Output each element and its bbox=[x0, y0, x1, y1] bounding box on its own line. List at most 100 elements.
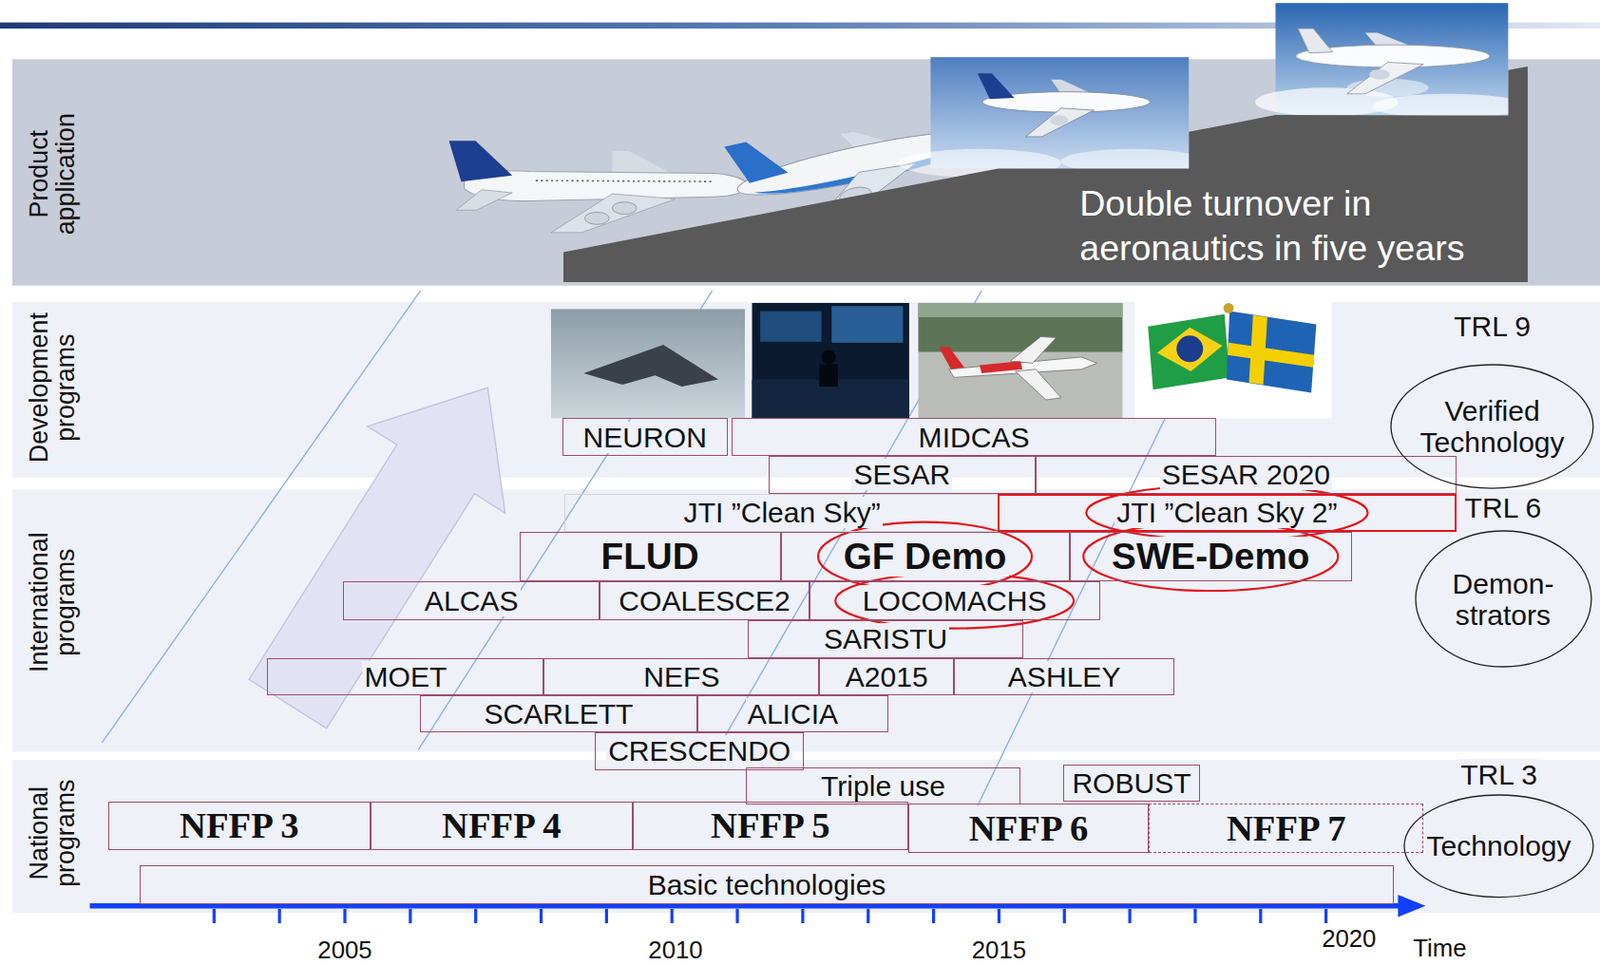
neuron-photo bbox=[551, 308, 745, 419]
drone-photo bbox=[938, 346, 965, 370]
neuron-photo bbox=[583, 344, 719, 387]
sky-photo bbox=[1347, 62, 1425, 95]
a320-photo bbox=[1049, 114, 1068, 126]
trl-caption: Verified Technology bbox=[1414, 395, 1570, 458]
sky-photo bbox=[1369, 69, 1390, 80]
axis-label: 2020 bbox=[1321, 925, 1376, 953]
program-name: MOET bbox=[361, 661, 449, 693]
program-name: SESAR bbox=[851, 458, 953, 491]
program-name: JTI ”Clean Sky” bbox=[681, 496, 882, 529]
program-name: SARISTU bbox=[821, 623, 951, 655]
program-name: SCARLETT bbox=[481, 698, 635, 730]
program-band: Product applicationDouble turnover in ae… bbox=[12, 58, 1600, 286]
program-name: A2015 bbox=[843, 661, 931, 693]
program-name: NEURON bbox=[580, 421, 709, 454]
drone-photo bbox=[918, 303, 1124, 318]
program-box: NFFP 7 bbox=[1148, 803, 1424, 854]
band-label: Development programs bbox=[25, 312, 81, 463]
program-box: SESAR 2020 bbox=[1035, 456, 1456, 495]
trl-caption: Technology bbox=[1427, 830, 1572, 862]
axis-label-holder: 2005 bbox=[317, 936, 372, 965]
program-box: NEFS bbox=[543, 658, 820, 697]
headline-holder: Double turnover in aeronautics in five y… bbox=[1079, 181, 1493, 271]
program-box: NFFP 6 bbox=[908, 803, 1149, 854]
control-room-photo bbox=[831, 305, 903, 343]
ellipse-outline bbox=[1390, 364, 1594, 489]
program-box: GF Demo bbox=[780, 532, 1070, 583]
neuron-photo bbox=[551, 308, 745, 419]
control-room-photo bbox=[752, 303, 910, 419]
growth-ramp: Double turnover in aeronautics in five y… bbox=[563, 66, 1528, 284]
program-name: CRESCENDO bbox=[606, 735, 793, 767]
control-room-photo bbox=[752, 303, 910, 419]
trl-heading-holder: TRL 9 bbox=[1451, 310, 1533, 343]
band-label: International programs bbox=[25, 532, 81, 673]
program-box: CRESCENDO bbox=[594, 732, 804, 771]
trl-heading-holder: TRL 6 bbox=[1462, 492, 1543, 524]
program-name: NEFS bbox=[641, 661, 722, 693]
program-box: SWE-Demo bbox=[1069, 532, 1353, 583]
flags-photo bbox=[1157, 327, 1223, 372]
program-box: NFFP 4 bbox=[370, 801, 633, 850]
flags-photo bbox=[1176, 335, 1203, 362]
program-name: SWE-Demo bbox=[1109, 536, 1313, 578]
sky-photo bbox=[1297, 28, 1334, 54]
program-box: MIDCAS bbox=[731, 418, 1217, 457]
axis-label-holder: 2020 bbox=[1321, 925, 1376, 954]
a380-aircraft bbox=[449, 140, 514, 182]
ellipse-outline bbox=[1415, 531, 1592, 667]
program-box: NEURON bbox=[562, 418, 728, 457]
control-room-photo bbox=[760, 311, 821, 343]
program-box: JTI ”Clean Sky” bbox=[564, 494, 1001, 533]
flags-photo bbox=[1227, 342, 1315, 368]
ramp-shape bbox=[563, 66, 1528, 284]
band-fills bbox=[12, 302, 1600, 478]
trl-ellipse: TRL 3Technology bbox=[1403, 794, 1595, 899]
diagonal-lines bbox=[101, 290, 1220, 806]
a320-photo bbox=[1025, 108, 1094, 137]
band-fills bbox=[12, 490, 1600, 753]
program-box: NFFP 5 bbox=[632, 801, 909, 850]
band-label: Product application bbox=[25, 113, 81, 235]
band-label-holder: Development programs bbox=[26, 304, 80, 473]
program-box: SCARLETT bbox=[419, 695, 697, 733]
program-name: ALICIA bbox=[745, 698, 841, 730]
program-name: NFFP 4 bbox=[439, 805, 564, 847]
program-box: A2015 bbox=[819, 658, 954, 697]
drone-photo bbox=[979, 361, 1023, 374]
band-label: National programs bbox=[25, 780, 81, 888]
trl-caption: Demon- strators bbox=[1447, 568, 1559, 631]
drone-photo bbox=[918, 303, 1124, 353]
headline: Double turnover in aeronautics in five y… bbox=[1079, 183, 1465, 268]
program-name: NFFP 7 bbox=[1224, 808, 1349, 850]
sky-photo bbox=[1255, 2, 1526, 118]
program-band: National programsTriple useROBUSTNFFP 3N… bbox=[12, 760, 1600, 914]
program-name: ROBUST bbox=[1069, 767, 1194, 800]
band-fills bbox=[12, 760, 1600, 914]
flags-photo bbox=[1223, 303, 1235, 314]
flags-photo bbox=[1226, 311, 1317, 394]
ellipse-outline bbox=[1404, 795, 1594, 898]
time-axis bbox=[213, 909, 1326, 924]
band-label-holder: National programs bbox=[26, 749, 80, 918]
trl-level: TRL 3 bbox=[1458, 759, 1540, 791]
program-box: Basic technologies bbox=[139, 865, 1394, 905]
program-name: ASHLEY bbox=[1006, 661, 1124, 693]
band-fills bbox=[12, 58, 1600, 286]
a380-aircraft bbox=[584, 211, 610, 225]
trl-level: TRL 9 bbox=[1451, 310, 1533, 343]
a320-photo bbox=[897, 57, 1204, 178]
drone-photo bbox=[1009, 336, 1056, 363]
program-box: JTI ”Clean Sky 2” bbox=[997, 494, 1456, 533]
time-axis bbox=[1397, 895, 1426, 918]
drone-photo bbox=[918, 303, 1124, 419]
program-box: ROBUST bbox=[1063, 764, 1201, 802]
a380-aircraft bbox=[456, 190, 513, 210]
program-name: COALESCE2 bbox=[616, 585, 793, 617]
program-name: JTI ”Clean Sky 2” bbox=[1114, 496, 1340, 529]
program-name: ALCAS bbox=[422, 585, 521, 617]
program-box: SARISTU bbox=[747, 620, 1024, 659]
drone-photo bbox=[1015, 369, 1062, 400]
program-name: Basic technologies bbox=[646, 869, 889, 901]
